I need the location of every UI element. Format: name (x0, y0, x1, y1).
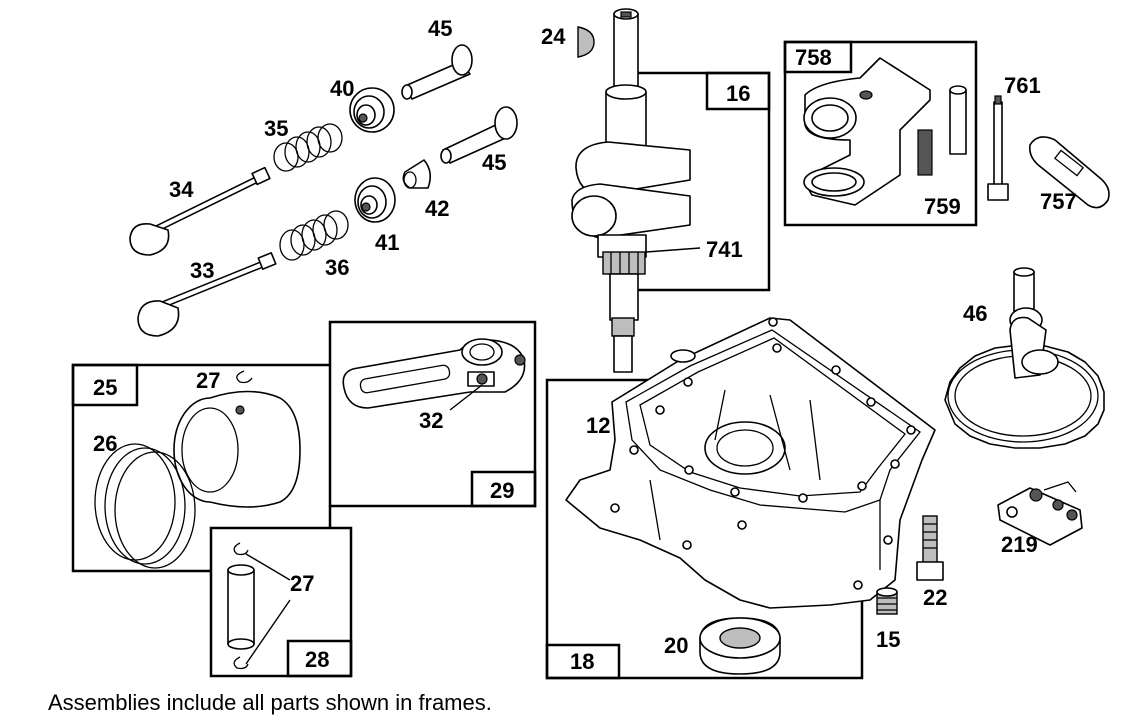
frame-758-tag (783, 40, 853, 74)
label-741: 741 (706, 237, 743, 262)
link-757 (1028, 136, 1110, 209)
label-34: 34 (169, 177, 194, 202)
frame-758 (783, 40, 978, 227)
frame-28-tag (286, 639, 353, 678)
diagram-caption: Assemblies include all parts shown in fr… (48, 690, 492, 715)
frame-16-tag (705, 71, 771, 111)
retainer-27-upper (236, 370, 253, 384)
frame-25 (71, 363, 330, 573)
frame-28 (209, 526, 353, 678)
wrist-pin-28 (227, 542, 291, 670)
label-757: 757 (1040, 189, 1077, 214)
plug-15 (876, 587, 898, 615)
connecting-rod-32 (342, 338, 526, 411)
label-29: 29 (490, 478, 514, 503)
frame-16 (636, 71, 771, 292)
label-16: 16 (726, 81, 750, 106)
label-28: 28 (305, 647, 329, 672)
label-27-lower: 27 (290, 571, 314, 596)
valve-33 (137, 252, 277, 337)
label-758: 758 (795, 45, 832, 70)
tappet-45-upper (401, 44, 473, 100)
frame-18-tag (545, 643, 621, 680)
spring-36 (279, 210, 349, 261)
part-labels: 45 24 40 35 45 34 42 41 36 33 16 741 758… (93, 16, 1077, 674)
label-12: 12 (586, 413, 610, 438)
pin-759 (949, 85, 967, 155)
label-36: 36 (325, 255, 349, 280)
valve-34 (129, 166, 271, 256)
label-25: 25 (93, 375, 117, 400)
label-759: 759 (924, 194, 961, 219)
label-32: 32 (419, 408, 443, 433)
bolt-22 (916, 515, 944, 581)
tappet-45-lower (440, 106, 518, 164)
governor-219 (997, 481, 1083, 546)
label-24: 24 (541, 24, 566, 49)
label-35: 35 (264, 116, 288, 141)
label-15: 15 (876, 627, 900, 652)
label-40: 40 (330, 76, 354, 101)
label-33: 33 (190, 258, 214, 283)
piston-rings-26 (94, 443, 196, 569)
label-18: 18 (570, 649, 594, 674)
label-42: 42 (425, 196, 449, 221)
label-45-upper: 45 (428, 16, 452, 41)
label-27-upper: 27 (196, 368, 220, 393)
label-46: 46 (963, 301, 987, 326)
frame-25-tag (71, 363, 139, 407)
frame-29-tag (470, 470, 537, 508)
bracket-758 (803, 57, 933, 206)
piston (173, 390, 301, 508)
label-45-lower: 45 (482, 150, 506, 175)
label-41: 41 (375, 230, 399, 255)
crankcase-cover-12 (565, 317, 936, 609)
keeper-42 (402, 159, 432, 189)
label-22: 22 (923, 585, 947, 610)
label-26: 26 (93, 431, 117, 456)
bolt-761 (987, 95, 1009, 201)
assembly-frames (71, 40, 978, 680)
retainer-40 (349, 87, 395, 133)
label-761: 761 (1004, 73, 1041, 98)
retainer-41 (354, 177, 396, 223)
camshaft-46 (944, 267, 1105, 449)
spring-35 (273, 123, 343, 172)
crankshaft (571, 8, 701, 373)
label-219: 219 (1001, 532, 1038, 557)
label-20: 20 (664, 633, 688, 658)
frame-29 (328, 320, 537, 508)
key-24 (577, 26, 595, 58)
oil-seal-20 (699, 617, 781, 675)
